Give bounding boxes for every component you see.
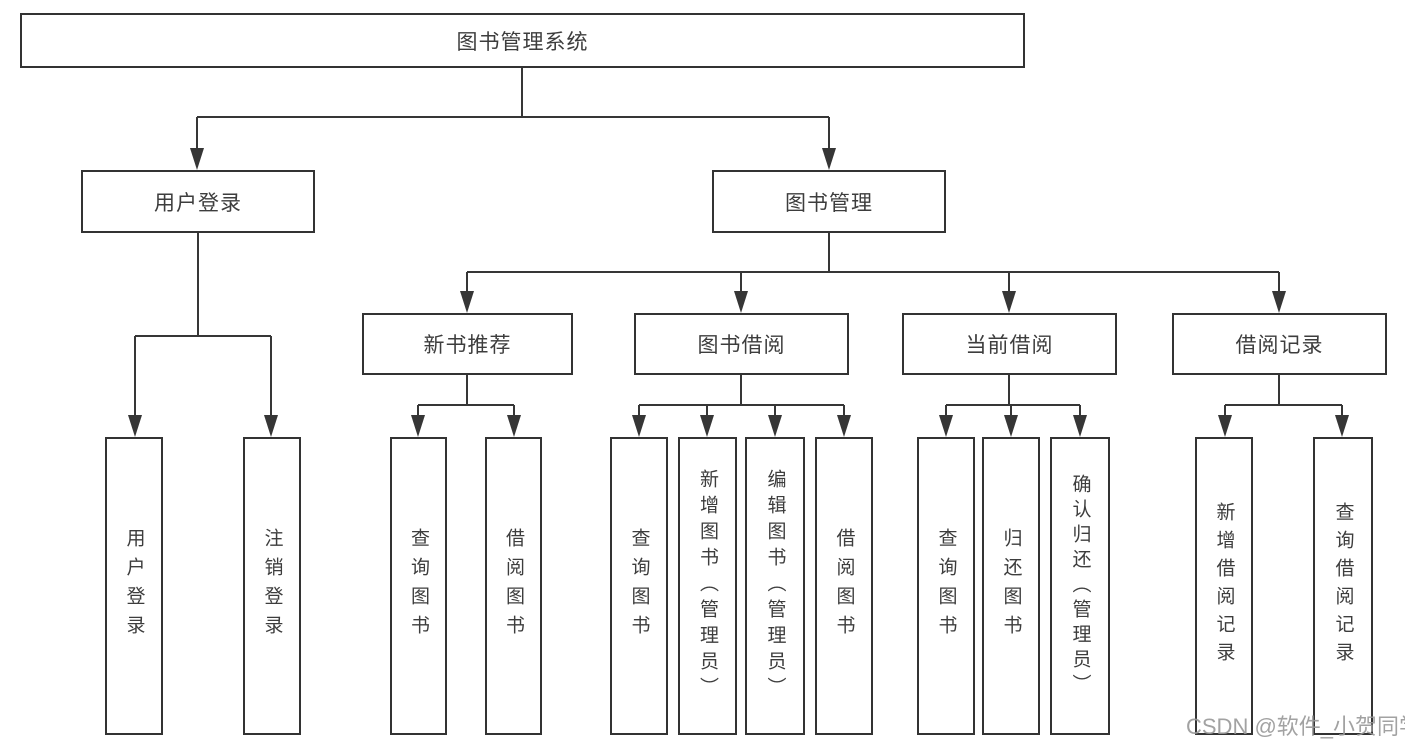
connector-new-book-recommend-to-leaves: [411, 375, 521, 437]
leaf-nbr-borrow-books: 借阅图书: [485, 437, 542, 735]
leaf-nbr-query-books-label: 查询图书: [408, 528, 429, 644]
connector-borrow-records-to-leaves: [1218, 375, 1349, 437]
connector-user-login-to-leaves: [128, 233, 278, 437]
leaf-nbr-query-books: 查询图书: [390, 437, 447, 735]
node-new-book-recommend: 新书推荐: [362, 313, 573, 375]
leaf-br-add-record-label: 新增借阅记录: [1213, 502, 1235, 670]
node-user-login: 用户登录: [81, 170, 315, 233]
leaf-bb-query-books-label: 查询图书: [628, 528, 650, 644]
node-borrow-records-label: 借阅记录: [1235, 334, 1324, 357]
leaf-bb-edit-books-admin: 编辑图书（管理员）: [745, 437, 805, 735]
node-new-book-recommend-label: 新书推荐: [423, 334, 512, 357]
leaf-br-query-record-label: 查询借阅记录: [1332, 502, 1354, 670]
node-root: 图书管理系统: [20, 13, 1025, 68]
leaf-cb-confirm-return-admin-label: 确认归还（管理员）: [1069, 473, 1091, 699]
connector-book-borrow-to-leaves: [632, 375, 851, 437]
leaf-user-login-label: 用户登录: [123, 528, 145, 644]
csdn-watermark: CSDN @软件_小贺同学: [1186, 714, 1405, 739]
leaf-cb-return-books: 归还图书: [982, 437, 1040, 735]
node-user-login-label: 用户登录: [154, 191, 242, 215]
leaf-bb-borrow-books: 借阅图书: [815, 437, 873, 735]
node-current-borrow: 当前借阅: [902, 313, 1117, 375]
connector-book-management-to-level3: [460, 233, 1286, 313]
leaf-cb-query-books-label: 查询图书: [935, 528, 957, 644]
leaf-bb-add-books-admin: 新增图书（管理员）: [678, 437, 737, 735]
node-borrow-records: 借阅记录: [1172, 313, 1387, 375]
node-book-management: 图书管理: [712, 170, 946, 233]
node-book-borrow: 图书借阅: [634, 313, 849, 375]
node-current-borrow-label: 当前借阅: [965, 334, 1054, 357]
leaf-nbr-borrow-books-label: 借阅图书: [503, 528, 524, 644]
leaf-bb-borrow-books-label: 借阅图书: [833, 528, 855, 644]
leaf-bb-query-books: 查询图书: [610, 437, 668, 735]
leaf-br-query-record: 查询借阅记录: [1313, 437, 1373, 735]
leaf-logout-label: 注销登录: [261, 528, 283, 644]
node-book-borrow-label: 图书借阅: [697, 334, 786, 357]
leaf-cb-return-books-label: 归还图书: [1000, 528, 1022, 644]
leaf-logout: 注销登录: [243, 437, 301, 735]
leaf-cb-query-books: 查询图书: [917, 437, 975, 735]
leaf-br-add-record: 新增借阅记录: [1195, 437, 1253, 735]
leaf-bb-edit-books-admin-label: 编辑图书（管理员）: [764, 469, 786, 703]
connector-root-to-level2: [190, 68, 836, 170]
leaf-bb-add-books-admin-label: 新增图书（管理员）: [697, 469, 718, 703]
node-root-label: 图书管理系统: [456, 30, 589, 54]
leaf-user-login: 用户登录: [105, 437, 163, 735]
node-book-management-label: 图书管理: [785, 191, 873, 215]
connector-current-borrow-to-leaves: [939, 375, 1087, 437]
leaf-cb-confirm-return-admin: 确认归还（管理员）: [1050, 437, 1110, 735]
